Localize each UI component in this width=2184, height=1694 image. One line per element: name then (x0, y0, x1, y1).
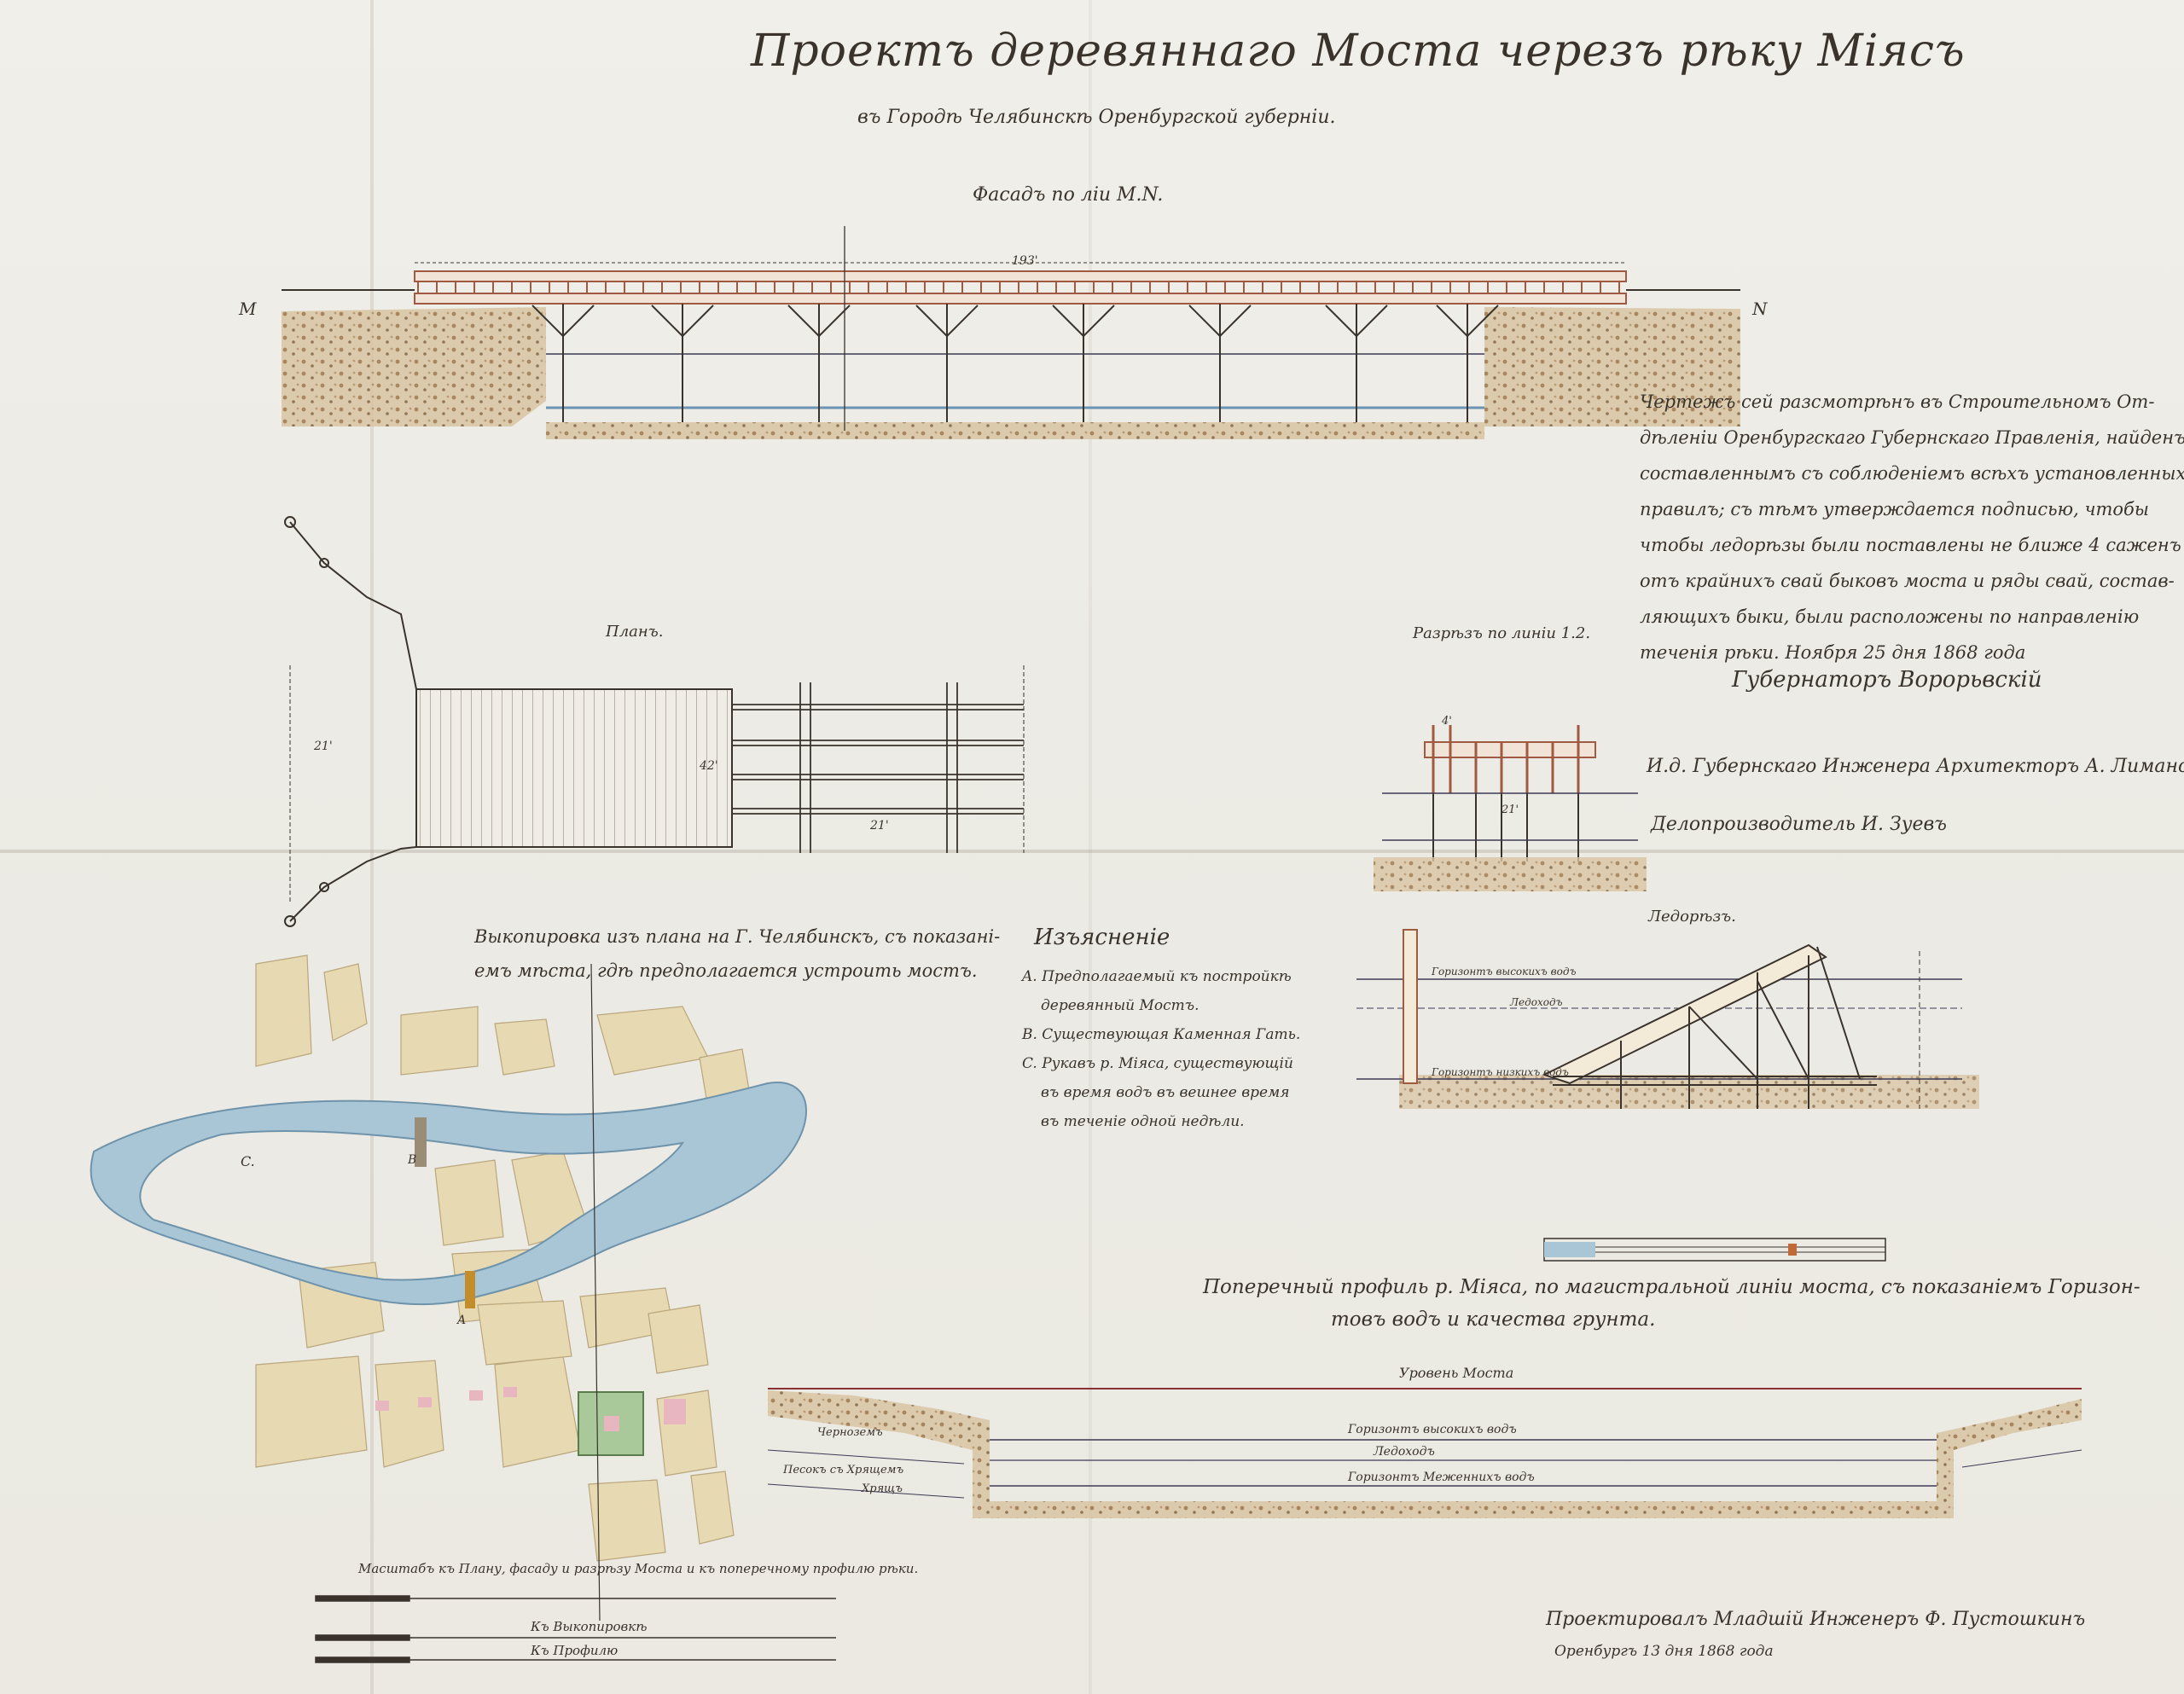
approval-line: ляющихъ быки, были расположены по направ… (1640, 606, 2140, 627)
scale-row-1: Къ Выкопировкѣ (531, 1619, 648, 1634)
scale-title: Масштабъ къ Плану, фасаду и разрѣзу Мост… (358, 1561, 919, 1576)
plan-deck-planks (415, 688, 733, 848)
section-label: Разрѣзъ по линіи 1.2. (1413, 624, 1591, 642)
bridge-pier (1188, 304, 1252, 422)
city-plan-letter-c: C. (241, 1153, 255, 1169)
approval-line: дѣленіи Оренбургскаго Губернскаго Правле… (1640, 427, 2184, 448)
city-plan-letter-a: A (457, 1314, 467, 1327)
profile-title-line1: Поперечный профиль р. Міяса, по магистра… (1203, 1276, 2140, 1298)
city-plan-river (90, 1082, 807, 1306)
icebreaker-low-water: Горизонтъ низкихъ водъ (1432, 1066, 1569, 1078)
paper-fold-vertical-left (370, 0, 374, 1694)
bridge-pier (1052, 304, 1115, 422)
profile-bridge-level: Уровень Моста (1399, 1365, 1514, 1381)
plan-left-wingwall-top (289, 521, 417, 690)
bridge-pier (1325, 304, 1388, 422)
governor-signature: Губернаторъ Ворорьвскій (1732, 667, 2042, 693)
plan-stringers (732, 682, 1024, 853)
facade-riverbed (546, 422, 1484, 439)
paper-fold-horizontal (0, 850, 2184, 853)
plan-label: Планъ. (606, 623, 664, 641)
facade-point-n: N (1752, 299, 1768, 319)
river-profile-drawing (767, 1388, 2082, 1518)
approval-line: составленнымъ съ соблюденіемъ всѣхъ уста… (1640, 463, 2184, 484)
city-plan-label-line2: емъ мѣста, гдѣ предполагается устроить м… (474, 960, 978, 981)
city-plan-label-line1: Выкопировка изъ плана на Г. Челябинскъ, … (474, 926, 1001, 947)
facade-drawing (282, 226, 1740, 439)
icebreaker-drawing (1356, 929, 1979, 1109)
plan-dim-b: 42' (700, 759, 718, 773)
plan-drawing (284, 516, 1025, 927)
city-plan-plots (255, 954, 752, 1562)
plan-dim-c: 21' (870, 819, 889, 832)
paper-fold-vertical-center (1089, 0, 1092, 1694)
profile-ice: Ледоходъ (1374, 1445, 1435, 1459)
facade-length-dim: 193' (1012, 254, 1038, 268)
section-dim-b: 21' (1502, 803, 1519, 816)
facade-left-bank (282, 307, 546, 426)
bridge-pier (915, 304, 979, 422)
bridge-pier (651, 304, 714, 422)
legend-item: деревянный Мостъ. (1041, 997, 1199, 1014)
icebreaker-label: Ледорѣзъ. (1648, 908, 1736, 925)
icebreaker-high-water: Горизонтъ высокихъ водъ (1432, 966, 1577, 978)
approval-line: чтобы ледорѣзы были поставлены не ближе … (1640, 535, 2181, 555)
profile-low-water: Горизонтъ Меженнихъ водъ (1348, 1471, 1535, 1484)
profile-soil-1: Черноземъ (817, 1426, 883, 1439)
legend-heading: Изъясненіе (1034, 925, 1170, 950)
legend-item: въ теченіе одной недѣли. (1041, 1113, 1245, 1130)
profile-title-line2: товъ водъ и качества грунта. (1331, 1308, 1656, 1331)
profile-soil-2: Песокъ съ Хрящемъ (783, 1464, 904, 1476)
city-plan-dam-b (415, 1117, 427, 1167)
bridge-pier (531, 304, 595, 422)
facade-top-rail (414, 270, 1627, 282)
profile-soil-3: Хрящъ (862, 1482, 903, 1495)
clerk-signature: Делопроизводитель И. Зуевъ (1651, 814, 1947, 835)
author-line-2: Оренбургъ 13 дня 1868 года (1554, 1643, 1774, 1660)
scale-bars (315, 1595, 836, 1663)
legend-list: A. Предполагаемый къ постройкѣ деревянны… (1022, 962, 1300, 1136)
profile-high-water: Горизонтъ высокихъ водъ (1348, 1423, 1517, 1436)
author-line-1: Проектировалъ Младшій Инженеръ Ф. Пустош… (1546, 1609, 2086, 1630)
approval-line: отъ крайнихъ свай быковъ моста и ряды св… (1640, 571, 2175, 591)
drawing-title: Проектъ деревяннаго Моста черезъ рѣку Мі… (751, 26, 1966, 77)
icebreaker-ice: Ледоходъ (1510, 996, 1563, 1008)
scale-row-2: Къ Профилю (531, 1643, 619, 1658)
approval-note: Чертежъ сей разсмотрѣнъ въ Строительномъ… (1640, 384, 2184, 670)
approval-line: теченія рѣки. Ноября 25 дня 1868 года (1640, 642, 2026, 663)
bridge-pier (787, 304, 851, 422)
city-plan-map (90, 954, 807, 1621)
legend-item: въ время водъ въ вешнее время (1041, 1084, 1290, 1101)
pier-plan-strip (1543, 1238, 1886, 1262)
city-plan-bridge-a (465, 1271, 475, 1308)
facade-point-m: M (239, 299, 257, 319)
facade-railing-posts (417, 281, 1620, 293)
section-dim-a: 4' (1442, 715, 1452, 728)
plan-left-wingwall-bottom (289, 846, 417, 922)
legend-item: B. Существующая Каменная Гать. (1022, 1026, 1301, 1043)
city-plan-letter-b: B (408, 1153, 417, 1167)
legend-item: A. Предполагаемый къ постройкѣ (1022, 968, 1292, 985)
legend-item: C. Рукавъ р. Міяса, существующій (1022, 1055, 1293, 1072)
plan-dim-a: 21' (314, 740, 333, 753)
engineer-signature: И.д. Губернскаго Инженера Архитекторъ А.… (1647, 756, 2184, 777)
facade-deck-beam (414, 293, 1627, 305)
section-drawing (1374, 725, 1647, 891)
approval-line: Чертежъ сей разсмотрѣнъ въ Строительномъ… (1640, 392, 2155, 412)
facade-right-bank (1484, 307, 1740, 426)
approval-line: правилъ; съ тѣмъ утверждается подписью, … (1640, 499, 2149, 519)
facade-piers (531, 304, 1499, 422)
facade-label: Фасадъ по ліи M.N. (973, 184, 1164, 206)
drawing-subtitle: въ Городѣ Челябинскѣ Оренбургской губерн… (857, 107, 1336, 128)
bridge-pier (1436, 304, 1499, 422)
